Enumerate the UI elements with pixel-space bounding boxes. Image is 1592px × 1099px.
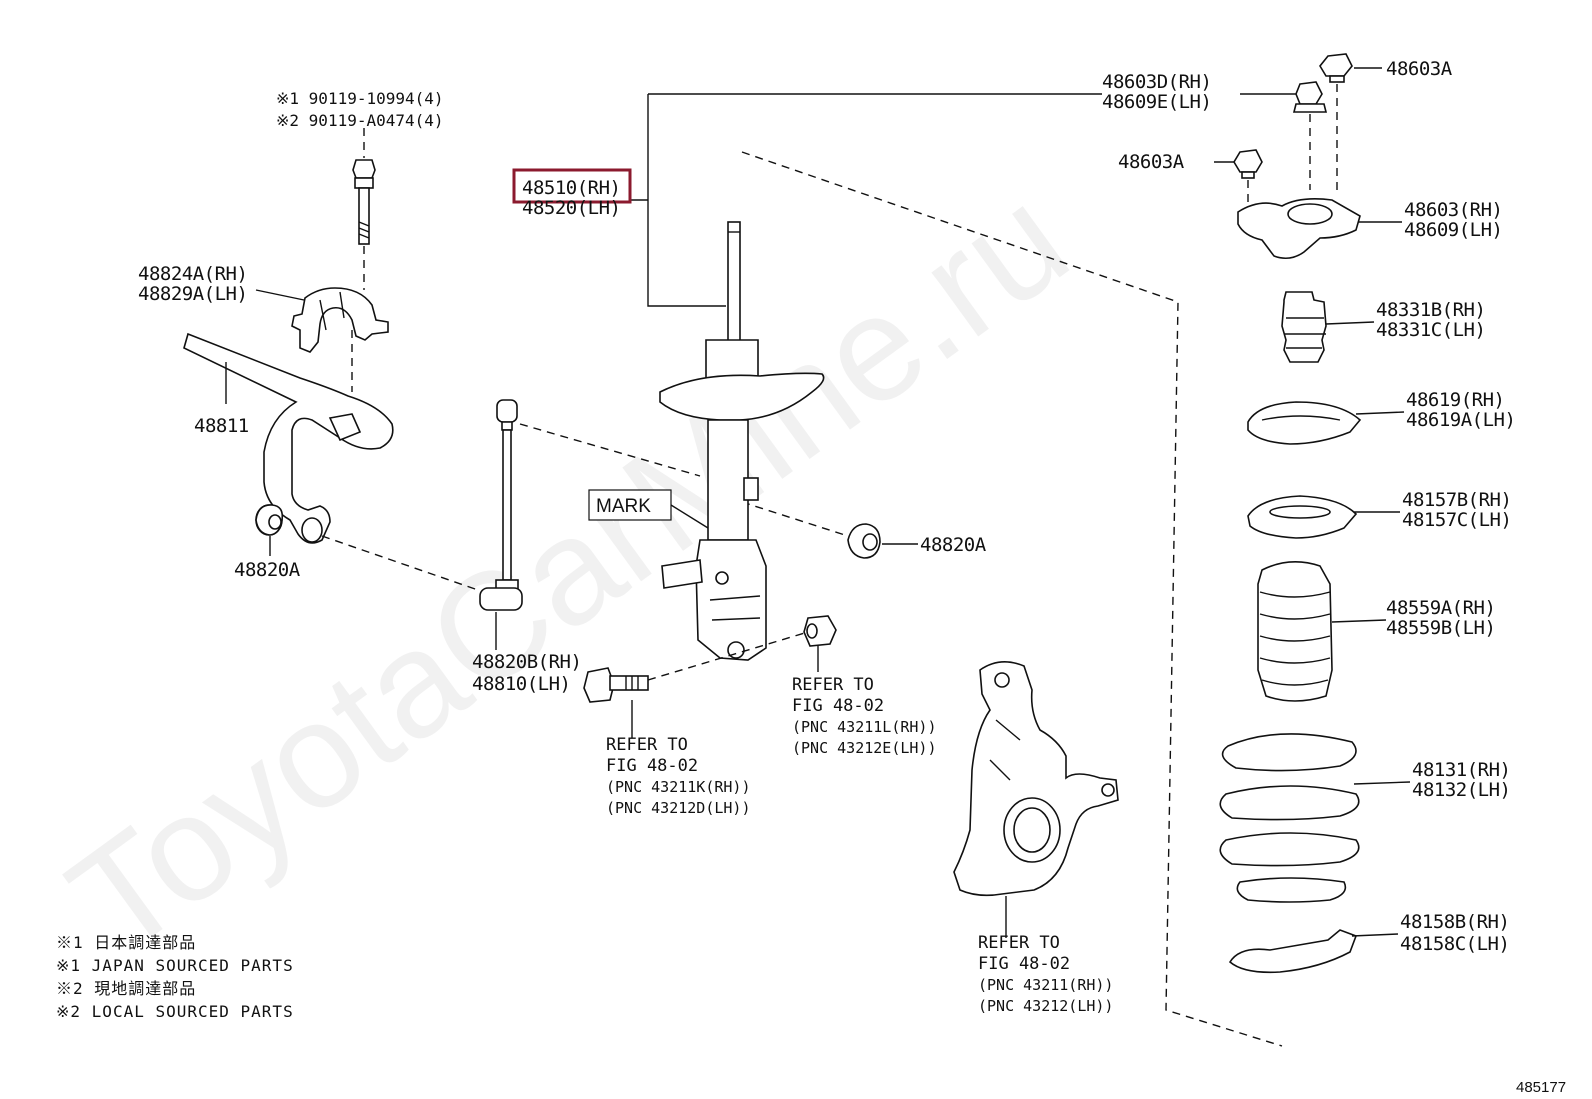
figure-number: 485177 (1516, 1079, 1566, 1096)
footnote-2: ※1 JAPAN SOURCED PARTS (56, 956, 294, 975)
part-label-48603D-line-1: 48603D(RH) (1102, 71, 1211, 93)
part-label-48603D-line-2: 48609E(LH) (1102, 91, 1211, 113)
part-label-90119-line-2: ※2 90119-A0474(4) (276, 111, 444, 130)
part-label-48619-line-1: 48619(RH) (1406, 389, 1504, 411)
part-label-48824A-line-1: 48824A(RH) (138, 263, 247, 285)
part-label-48510-line-2: 48520(LH) (522, 197, 620, 219)
part-label-48559A-line-1: 48559A(RH) (1386, 597, 1495, 619)
strut-upper-mount[interactable] (1237, 198, 1361, 260)
part-label-48131-line-2: 48132(LH) (1412, 779, 1510, 801)
part-labels: ※1 90119-10994(4) ※2 90119-A0474(4) 48824A… (56, 58, 1516, 1021)
part-label-48820B-line-2: 48810(LH) (472, 673, 570, 695)
strut-leader-line (630, 93, 1102, 307)
footnote-1: ※1 日本調達部品 (56, 933, 196, 952)
refer-knuckle-line-4: (PNC 43212(LH)) (978, 997, 1113, 1015)
refer-bolt-line-4: (PNC 43212D(LH)) (606, 799, 751, 817)
leader-48824A (255, 289, 305, 301)
strut-lower-bolt[interactable] (583, 667, 649, 703)
part-label-48603-line-1: 48603(RH) (1404, 199, 1502, 221)
footnote-4: ※2 LOCAL SOURCED PARTS (56, 1002, 294, 1021)
part-label-48559A-line-2: 48559B(LH) (1386, 617, 1495, 639)
bump-stopper[interactable] (1281, 291, 1327, 363)
upper-mount-cap-nut[interactable] (1292, 81, 1328, 113)
refer-nut-line-3: (PNC 43211L(RH)) (792, 718, 937, 736)
part-label-48157B-line-1: 48157B(RH) (1402, 489, 1511, 511)
refer-bolt-line-2: FIG 48-02 (606, 756, 698, 776)
leader-48158B (1351, 933, 1399, 937)
part-label-48603-line-2: 48609(LH) (1404, 219, 1502, 241)
part-label-48331B-line-1: 48331B(RH) (1376, 299, 1485, 321)
refer-bolt-line-3: (PNC 43211K(RH)) (606, 778, 751, 796)
part-label-48603A-top-line-1: 48603A (1386, 58, 1453, 80)
stabilizer-bar[interactable] (183, 332, 394, 544)
coil-spring-upper-insulator[interactable] (1247, 401, 1362, 445)
steering-knuckle[interactable] (953, 661, 1119, 897)
upper-mount-nut-top[interactable] (1319, 53, 1353, 83)
upper-mount-nut-mid[interactable] (1233, 149, 1263, 179)
leader-48559A (1331, 619, 1387, 623)
stabilizer-bracket-bolt[interactable] (352, 159, 376, 245)
leader-48619 (1355, 411, 1405, 415)
shock-absorber-strut[interactable] (659, 221, 825, 661)
coil-spring-lower-insulator[interactable] (1228, 929, 1358, 974)
bolt-axis-dashed (351, 246, 365, 392)
leader-48331B (1325, 321, 1375, 325)
strut-mount-bearing[interactable] (1247, 495, 1358, 539)
part-label-48820A-right-line-1: 48820A (920, 534, 987, 556)
stabilizer-link-bushing-left[interactable] (255, 504, 284, 536)
part-label-90119-line-1: ※1 90119-10994(4) (276, 89, 444, 108)
part-label-48510-line-1: 48510(RH) (522, 177, 620, 199)
part-label-48824A-line-2: 48829A(LH) (138, 283, 247, 305)
front-coil-spring[interactable] (1219, 733, 1360, 903)
refer-knuckle-line-2: FIG 48-02 (978, 954, 1070, 974)
part-label-48331B-line-2: 48331C(LH) (1376, 319, 1485, 341)
refer-nut-line-2: FIG 48-02 (792, 696, 884, 716)
stabilizer-link-bushing-right[interactable] (847, 523, 881, 559)
part-label-48811-line-1: 48811 (194, 415, 249, 437)
refer-knuckle-line-3: (PNC 43211(RH)) (978, 976, 1113, 994)
assembly-boundary-dashed (741, 151, 1283, 1047)
strut-lower-nut[interactable] (803, 615, 837, 647)
part-label-48603A-mid-line-1: 48603A (1118, 151, 1185, 173)
shock-absorber-dust-boot[interactable] (1257, 561, 1333, 702)
refer-knuckle-line-1: REFER TO (978, 933, 1060, 953)
footnote-3: ※2 現地調達部品 (56, 979, 196, 998)
mark-label: MARK (596, 496, 651, 517)
part-label-48158B-line-2: 48158C(LH) (1400, 933, 1509, 955)
part-label-48157B-line-2: 48157C(LH) (1402, 509, 1511, 531)
stabilizer-link[interactable] (479, 399, 523, 611)
part-label-48158B-line-1: 48158B(RH) (1400, 911, 1509, 933)
leader-48131 (1353, 781, 1411, 785)
part-label-48131-line-1: 48131(RH) (1412, 759, 1510, 781)
selected-part-highlight[interactable] (512, 168, 632, 204)
refer-bolt-line-1: REFER TO (606, 735, 688, 755)
mark-callout: MARK (588, 489, 709, 529)
refer-nut-line-4: (PNC 43212E(LH)) (792, 739, 937, 757)
link-to-strut-dashed (519, 423, 849, 537)
part-label-48820B-line-1: 48820B(RH) (472, 651, 581, 673)
part-label-48619-line-2: 48619A(LH) (1406, 409, 1515, 431)
refer-nut-line-1: REFER TO (792, 675, 874, 695)
stabilizer-bushing-bracket[interactable] (291, 287, 389, 353)
part-label-48820A-left-line-1: 48820A (234, 559, 301, 581)
